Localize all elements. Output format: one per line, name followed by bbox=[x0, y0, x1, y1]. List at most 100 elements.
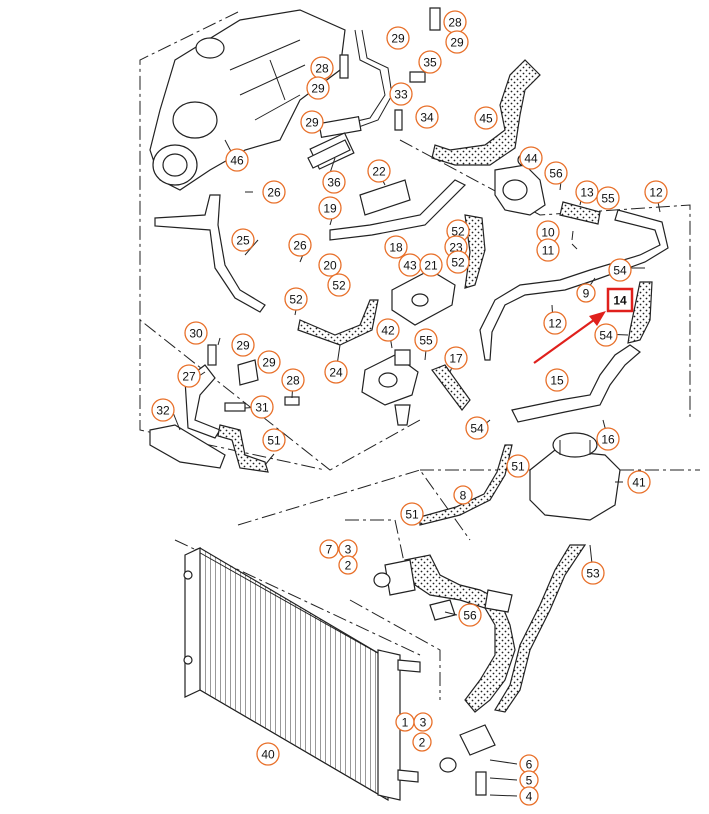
callout-16: 16 bbox=[596, 427, 620, 451]
callout-29: 29 bbox=[257, 350, 281, 374]
svg-text:10: 10 bbox=[541, 226, 555, 240]
callout-9: 9 bbox=[576, 283, 596, 303]
callout-7: 7 bbox=[319, 539, 339, 559]
svg-text:15: 15 bbox=[550, 374, 564, 388]
callout-44: 44 bbox=[519, 146, 543, 170]
callout-43: 43 bbox=[398, 253, 422, 277]
callout-54: 54 bbox=[594, 323, 618, 347]
callout-55: 55 bbox=[414, 328, 438, 352]
svg-text:51: 51 bbox=[267, 434, 281, 448]
oil-cooler bbox=[391, 269, 456, 326]
callout-53: 53 bbox=[581, 561, 605, 585]
hose-24 bbox=[297, 299, 379, 346]
callout-29: 29 bbox=[231, 333, 255, 357]
svg-text:13: 13 bbox=[580, 186, 594, 200]
svg-text:14: 14 bbox=[613, 294, 627, 308]
callout-26: 26 bbox=[262, 180, 286, 204]
callout-51: 51 bbox=[506, 454, 530, 478]
callout-46: 46 bbox=[225, 148, 249, 172]
svg-text:54: 54 bbox=[613, 264, 627, 278]
hose-53 bbox=[494, 544, 587, 713]
bracket-36 bbox=[307, 139, 351, 169]
svg-text:1: 1 bbox=[402, 716, 409, 730]
callout-3: 3 bbox=[413, 712, 433, 732]
svg-text:2: 2 bbox=[345, 559, 352, 573]
hose-14 bbox=[627, 281, 653, 344]
callout-56: 56 bbox=[458, 603, 482, 627]
callout-30: 30 bbox=[184, 321, 208, 345]
svg-text:28: 28 bbox=[286, 374, 300, 388]
svg-text:52: 52 bbox=[332, 279, 346, 293]
callout-5: 5 bbox=[519, 770, 539, 790]
svg-text:32: 32 bbox=[156, 404, 170, 418]
callout-55: 55 bbox=[596, 186, 620, 210]
svg-text:9: 9 bbox=[583, 287, 590, 301]
callout-10: 10 bbox=[536, 220, 560, 244]
svg-text:54: 54 bbox=[599, 329, 613, 343]
radiator-hoses bbox=[373, 554, 516, 796]
callout-29: 29 bbox=[306, 76, 330, 100]
svg-text:12: 12 bbox=[548, 317, 562, 331]
hose-23 bbox=[464, 214, 486, 289]
callout-31: 31 bbox=[250, 395, 274, 419]
turbocharger bbox=[149, 9, 346, 191]
svg-text:16: 16 bbox=[601, 433, 615, 447]
callout-28: 28 bbox=[443, 10, 467, 34]
svg-text:24: 24 bbox=[329, 366, 343, 380]
hose-45 bbox=[431, 59, 541, 166]
svg-text:26: 26 bbox=[293, 239, 307, 253]
svg-text:29: 29 bbox=[236, 339, 250, 353]
callout-27: 27 bbox=[177, 364, 201, 388]
svg-text:17: 17 bbox=[449, 352, 463, 366]
callout-2: 2 bbox=[412, 732, 432, 752]
callout-4: 4 bbox=[519, 786, 539, 806]
callout-29: 29 bbox=[386, 26, 410, 50]
bracket-22 bbox=[359, 179, 411, 216]
callout-2: 2 bbox=[338, 555, 358, 575]
callout-54: 54 bbox=[608, 258, 632, 282]
gasket-32 bbox=[149, 424, 226, 469]
coolant-flange bbox=[361, 349, 419, 426]
svg-text:41: 41 bbox=[632, 476, 646, 490]
svg-text:19: 19 bbox=[323, 202, 337, 216]
svg-text:29: 29 bbox=[262, 356, 276, 370]
callout-19: 19 bbox=[318, 196, 342, 220]
svg-text:29: 29 bbox=[450, 36, 464, 50]
svg-text:28: 28 bbox=[448, 16, 462, 30]
callout-26: 26 bbox=[288, 233, 312, 257]
hose-17 bbox=[431, 364, 471, 411]
callout-12: 12 bbox=[644, 180, 668, 204]
svg-text:56: 56 bbox=[549, 167, 563, 181]
svg-text:7: 7 bbox=[326, 543, 333, 557]
svg-text:52: 52 bbox=[289, 293, 303, 307]
svg-text:54: 54 bbox=[470, 422, 484, 436]
callout-51: 51 bbox=[262, 428, 286, 452]
svg-text:20: 20 bbox=[323, 259, 337, 273]
svg-text:40: 40 bbox=[261, 748, 275, 762]
callout-54: 54 bbox=[465, 416, 489, 440]
svg-text:8: 8 bbox=[460, 489, 467, 503]
callout-6: 6 bbox=[519, 754, 539, 774]
callout-34: 34 bbox=[415, 105, 439, 129]
pipe-15 bbox=[511, 344, 641, 423]
svg-text:27: 27 bbox=[182, 370, 196, 384]
svg-text:43: 43 bbox=[403, 259, 417, 273]
hose-13 bbox=[559, 201, 601, 225]
callout-52: 52 bbox=[446, 250, 470, 274]
callout-18: 18 bbox=[384, 235, 408, 259]
callout-15: 15 bbox=[545, 368, 569, 392]
svg-text:28: 28 bbox=[315, 62, 329, 76]
svg-text:3: 3 bbox=[345, 543, 352, 557]
svg-text:56: 56 bbox=[463, 609, 477, 623]
svg-text:52: 52 bbox=[451, 225, 465, 239]
svg-text:25: 25 bbox=[236, 234, 250, 248]
svg-text:29: 29 bbox=[311, 82, 325, 96]
callout-28: 28 bbox=[310, 56, 334, 80]
radiator bbox=[183, 547, 421, 802]
svg-text:29: 29 bbox=[305, 116, 319, 130]
expansion-tank bbox=[529, 432, 621, 521]
svg-text:35: 35 bbox=[423, 56, 437, 70]
callout-52: 52 bbox=[284, 287, 308, 311]
callout-12: 12 bbox=[543, 311, 567, 335]
svg-text:18: 18 bbox=[389, 241, 403, 255]
